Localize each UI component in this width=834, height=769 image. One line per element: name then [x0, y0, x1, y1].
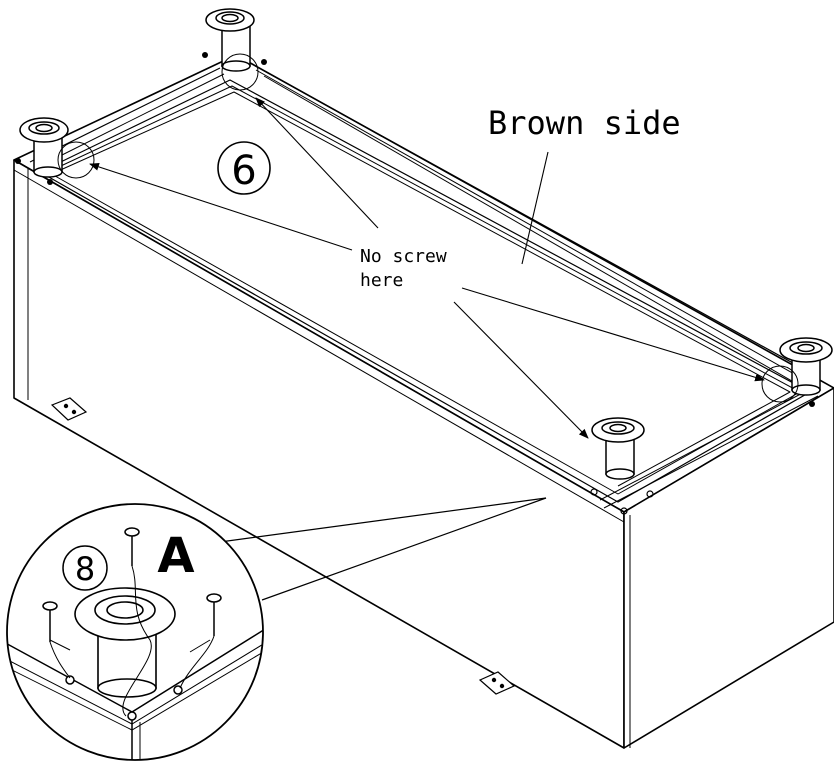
arrow-to-front-foot: [453, 301, 589, 439]
highlight-circle: [57, 141, 95, 179]
detail-foot: [74, 587, 176, 698]
brown-side-leader: [521, 151, 549, 265]
step-6-label: 6: [231, 148, 256, 194]
right-face: [623, 387, 834, 749]
detail-callout: [219, 497, 547, 601]
hinge-plates: [50, 397, 516, 695]
screw-hole: [590, 488, 598, 496]
foot-right: [779, 337, 833, 396]
screw-hole: [620, 507, 628, 515]
step-8-circle: [62, 545, 108, 591]
hinge-plate: [50, 397, 88, 421]
step-8-label: 8: [75, 550, 95, 588]
highlight-circle: [761, 365, 799, 403]
screw-left: [42, 601, 71, 679]
screw-right: [179, 593, 222, 689]
leader-arrows: [89, 97, 765, 439]
arrow-to-left-foot: [89, 163, 353, 251]
detail-A-label: A: [157, 528, 194, 584]
no-screw-circles: [57, 53, 799, 403]
foot-back: [205, 8, 255, 72]
screw-hole: [202, 52, 208, 58]
screw-hole: [646, 490, 654, 498]
no-screw-label-line1: No screw: [360, 246, 447, 267]
foot-left: [19, 117, 69, 178]
step-6-circle: [217, 141, 271, 195]
arrow-to-right-foot: [461, 287, 765, 382]
screw-hole: [15, 158, 21, 164]
screw-hole: [809, 401, 815, 407]
screw-hole: [47, 179, 53, 185]
no-screw-label-line2: here: [360, 270, 403, 291]
hinge-plate: [478, 671, 516, 695]
detail-view-A: 8 A: [6, 503, 264, 761]
arrow-to-back-foot: [255, 97, 379, 229]
screw-top: [122, 527, 152, 717]
foot-front: [591, 417, 645, 480]
brown-side-label: Brown side: [488, 104, 681, 142]
screw-hole: [261, 59, 267, 65]
screws: [42, 527, 222, 717]
highlight-circle: [221, 53, 259, 91]
